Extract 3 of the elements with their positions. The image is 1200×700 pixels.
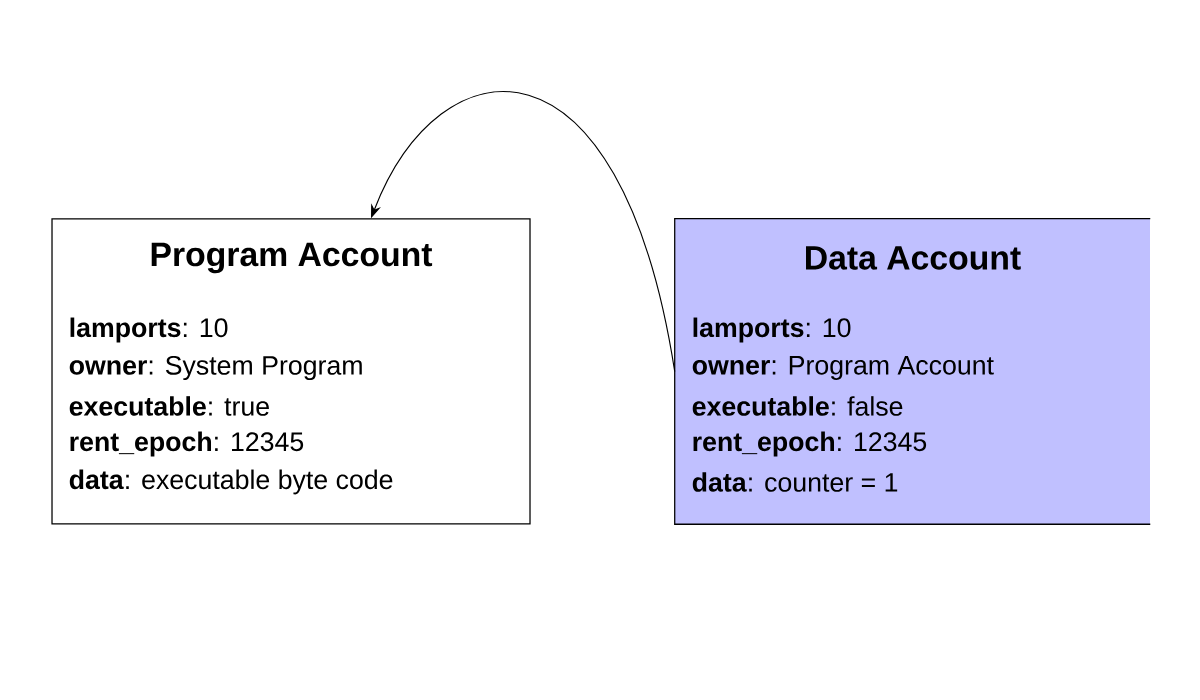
account-box: Program Account lamports: 10 owner: System Program executable: true rent_epoch: 12345 data: executable byte code	[51, 218, 531, 525]
account-box: Data Account lamports: 10 owner: Program Account executable: false rent_epoch: 12345 data: counter = 1	[674, 218, 1151, 525]
arrow	[371, 91, 676, 372]
